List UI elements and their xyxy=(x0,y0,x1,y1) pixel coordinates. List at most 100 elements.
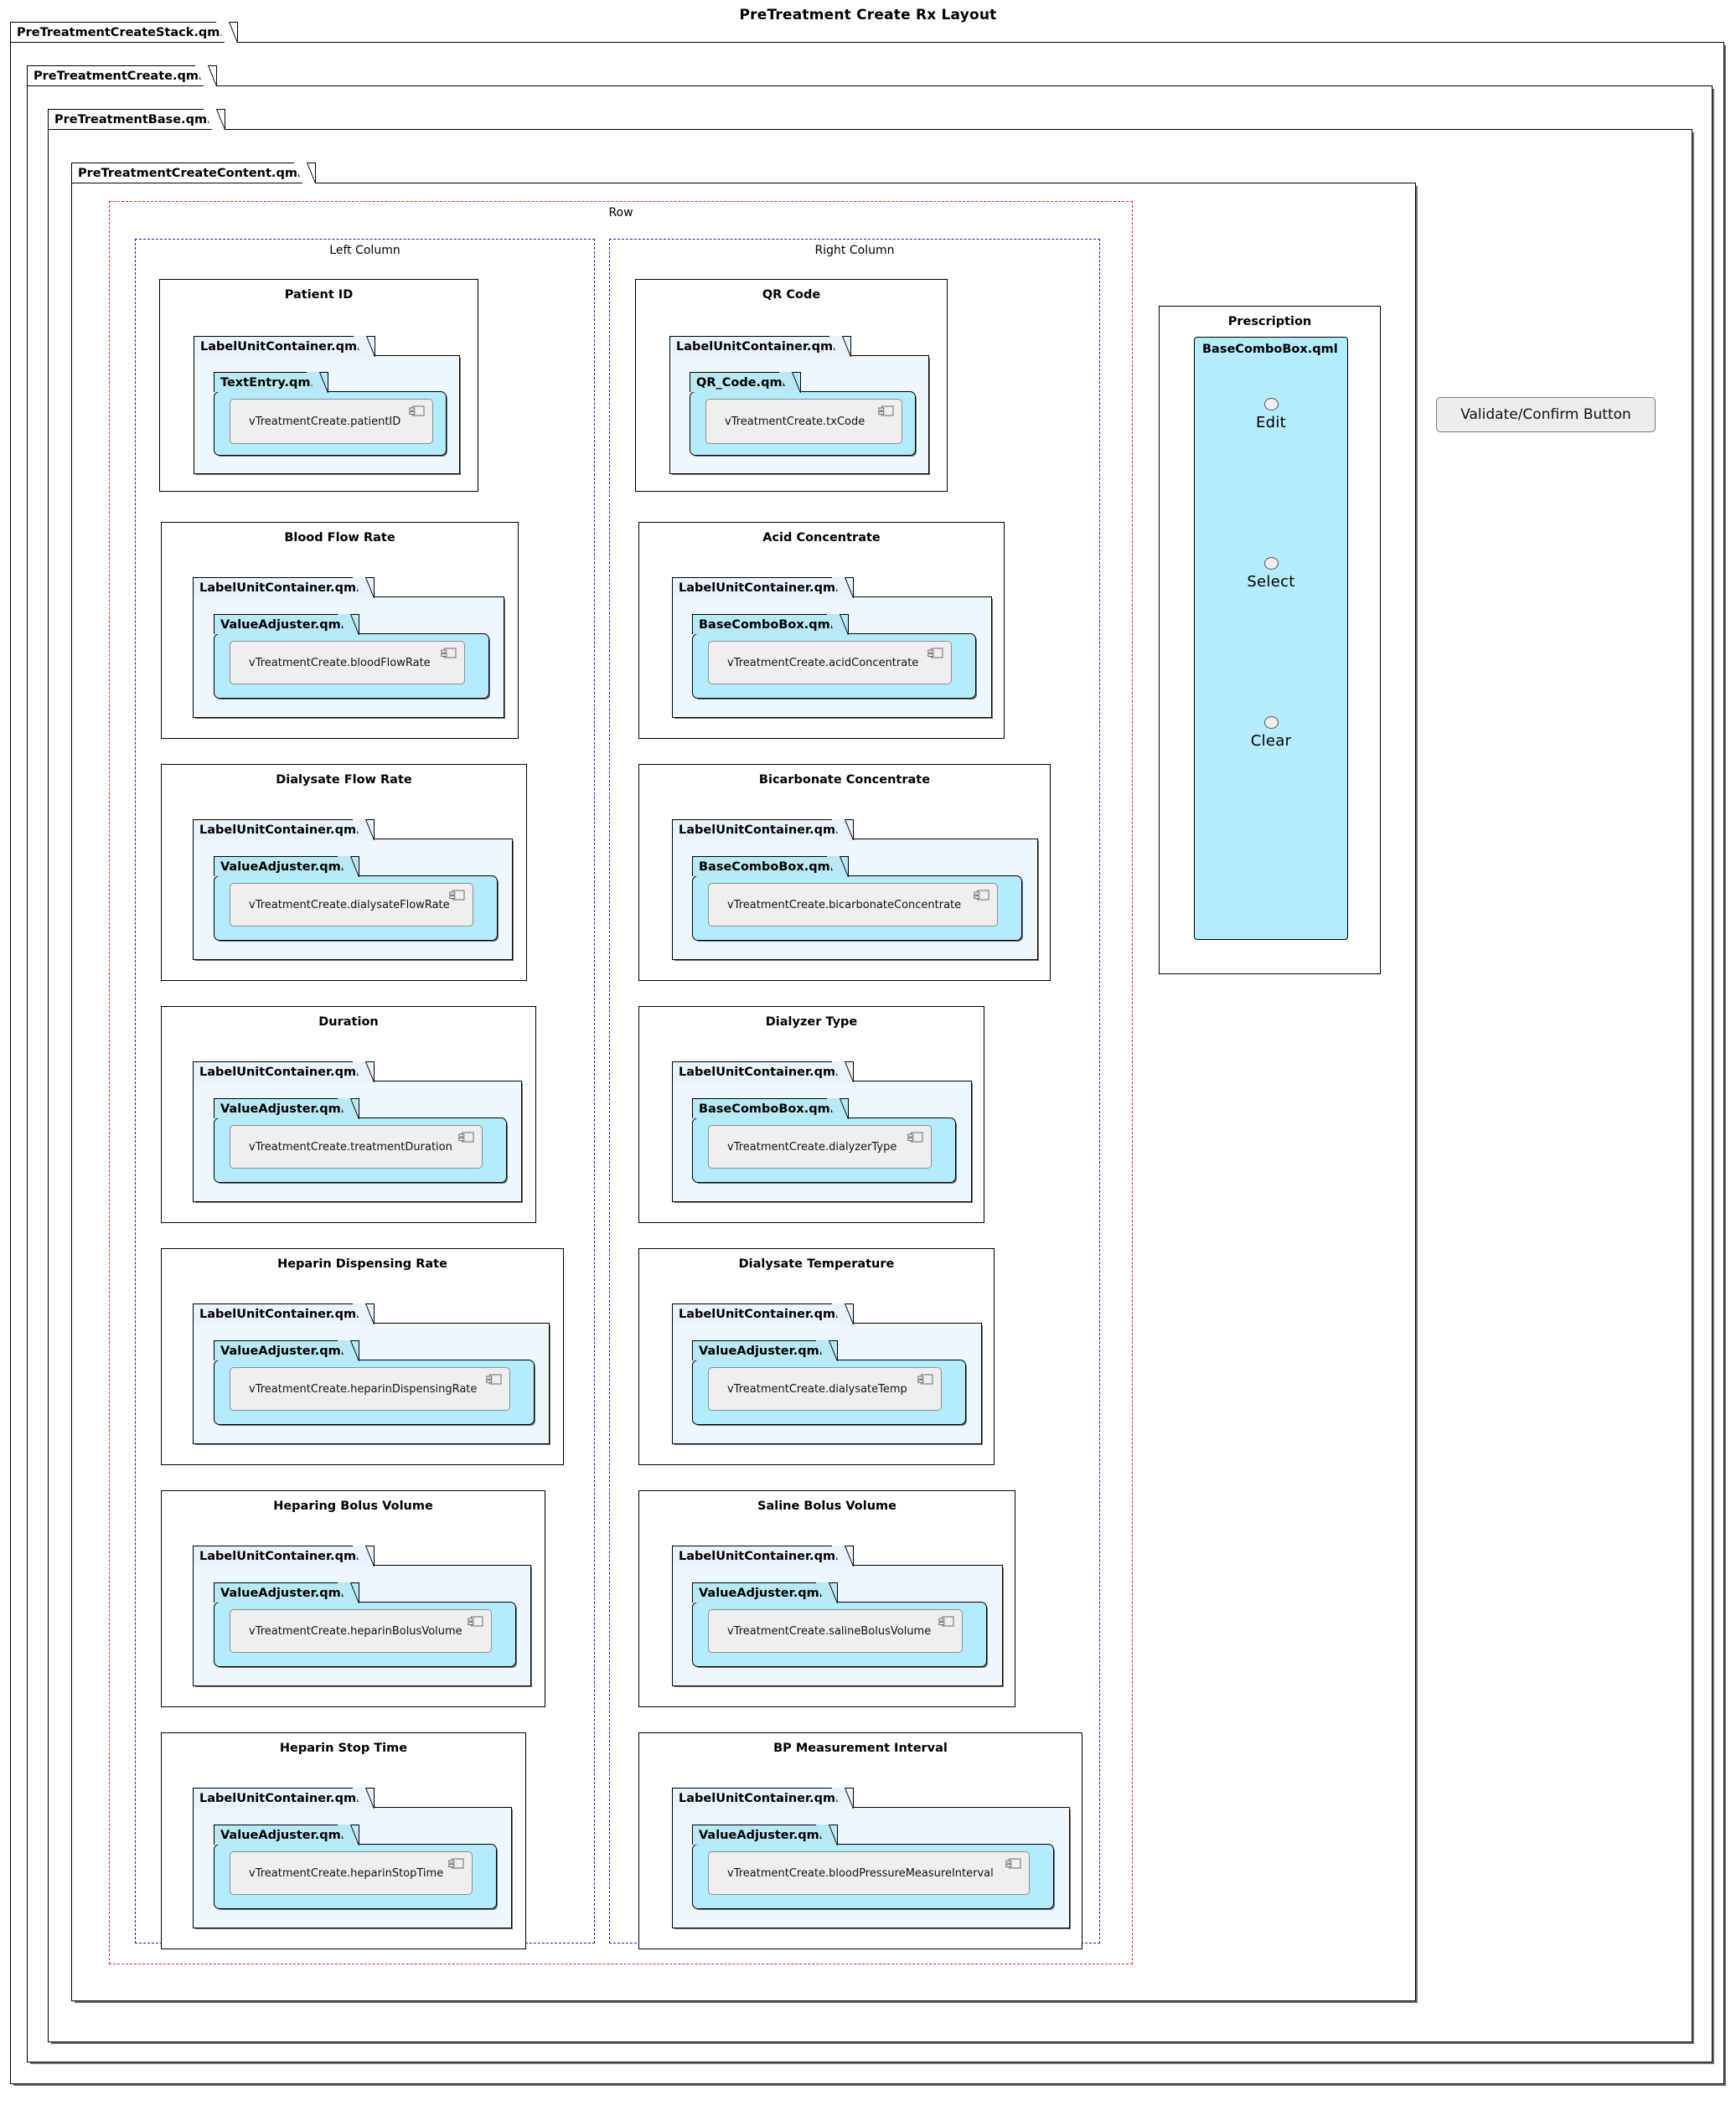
uml-component-icon xyxy=(468,1616,483,1627)
prescription-item-label: Edit xyxy=(1255,414,1287,431)
prescription-item-label: Clear xyxy=(1250,732,1292,750)
uml-component-icon xyxy=(938,1616,954,1627)
package-tab-label: ValueAdjuster.qml xyxy=(214,614,359,634)
component-node[interactable]: vTreatmentCreate.bloodFlowRate xyxy=(230,641,465,684)
card-title: Heparin Dispensing Rate xyxy=(277,1257,447,1271)
card-qr-code[interactable]: QR Code LabelUnitContainer.qml QR_Code.q… xyxy=(635,279,948,492)
uml-component-icon xyxy=(1005,1858,1021,1869)
card-title: Heparin Stop Time xyxy=(279,1742,408,1755)
card-title: QR Code xyxy=(762,288,821,302)
uml-component-icon xyxy=(927,648,943,658)
package-tab-label: BaseComboBox.qml xyxy=(692,1098,849,1118)
package-tab-label: TextEntry.qml xyxy=(214,372,329,392)
component-node[interactable]: vTreatmentCreate.bloodPressureMeasureInt… xyxy=(708,1851,1030,1895)
component-node[interactable]: vTreatmentCreate.dialysateTemp xyxy=(708,1367,942,1411)
card-title: Dialysate Flow Rate xyxy=(276,773,412,787)
prescription-item-clear[interactable]: Clear xyxy=(1195,716,1347,750)
package-tab-label: LabelUnitContainer.qml xyxy=(193,819,375,839)
card-acid-concentrate[interactable]: Acid Concentrate LabelUnitContainer.qml … xyxy=(638,522,1005,739)
component-label: vTreatmentCreate.bloodPressureMeasureInt… xyxy=(727,1866,994,1880)
uml-component-icon xyxy=(458,1132,474,1143)
package-tab-label: LabelUnitContainer.qml xyxy=(669,336,852,356)
component-label: vTreatmentCreate.heparinDispensingRate xyxy=(249,1382,478,1396)
package-tab-label: BaseComboBox.qml xyxy=(692,856,849,876)
component-label: vTreatmentCreate.bicarbonateConcentrate xyxy=(727,898,962,911)
package-tab-label: LabelUnitContainer.qml xyxy=(193,1788,375,1808)
uml-component-icon xyxy=(409,405,425,416)
package-tab-label: LabelUnitContainer.qml xyxy=(194,336,376,356)
card-prescription[interactable]: Prescription BaseComboBox.qml Edit Selec… xyxy=(1159,306,1381,974)
package-tab-label: PreTreatmentCreateContent.qml xyxy=(71,163,316,183)
prescription-item-select[interactable]: Select xyxy=(1195,557,1347,591)
package-tab-label: ValueAdjuster.qml xyxy=(692,1825,838,1845)
frame-row: Row xyxy=(109,201,1133,1964)
card-dialyzer-type[interactable]: Dialyzer Type LabelUnitContainer.qml Bas… xyxy=(638,1006,984,1223)
package-tab-label: ValueAdjuster.qml xyxy=(692,1582,838,1603)
card-bicarbonate-concentrate[interactable]: Bicarbonate Concentrate LabelUnitContain… xyxy=(638,764,1051,981)
component-label: vTreatmentCreate.dialysateTemp xyxy=(727,1382,907,1396)
card-title: Blood Flow Rate xyxy=(284,531,395,545)
frame-left-column-label: Left Column xyxy=(329,244,400,257)
component-node[interactable]: vTreatmentCreate.heparinDispensingRate xyxy=(230,1367,510,1411)
package-tab-label: PreTreatmentCreateStack.qml xyxy=(10,22,239,42)
prescription-item-edit[interactable]: Edit xyxy=(1195,398,1347,431)
component-label: vTreatmentCreate.bloodFlowRate xyxy=(249,656,431,669)
component-label: vTreatmentCreate.dialyzerType xyxy=(727,1140,897,1154)
uml-component-icon xyxy=(441,648,457,658)
package-tab-label: PreTreatmentBase.qml xyxy=(48,109,226,129)
card-title: BP Measurement Interval xyxy=(773,1742,948,1755)
package-tab-label: ValueAdjuster.qml xyxy=(692,1340,838,1360)
uml-component-icon xyxy=(878,405,894,416)
card-heparin-stop-time[interactable]: Heparin Stop Time LabelUnitContainer.qml… xyxy=(161,1732,526,1949)
uml-component-icon xyxy=(907,1132,923,1143)
card-title: Patient ID xyxy=(284,288,354,302)
component-node[interactable]: vTreatmentCreate.treatmentDuration xyxy=(230,1125,483,1169)
card-title: Heparing Bolus Volume xyxy=(273,1499,433,1513)
component-node[interactable]: vTreatmentCreate.bicarbonateConcentrate xyxy=(708,883,998,927)
package-tab-label: QR_Code.qml xyxy=(690,372,801,392)
card-title: Duration xyxy=(318,1015,379,1029)
uml-component-icon xyxy=(974,890,989,901)
component-node[interactable]: vTreatmentCreate.salineBolusVolume xyxy=(708,1609,963,1653)
component-node[interactable]: vTreatmentCreate.dialyzerType xyxy=(708,1125,932,1169)
prescription-item-label: Select xyxy=(1247,573,1295,591)
card-bp-measurement-interval[interactable]: BP Measurement Interval LabelUnitContain… xyxy=(638,1732,1082,1949)
card-blood-flow-rate[interactable]: Blood Flow Rate LabelUnitContainer.qml V… xyxy=(161,522,519,739)
package-tab-label: LabelUnitContainer.qml xyxy=(193,1303,375,1324)
package-tab-label: LabelUnitContainer.qml xyxy=(193,1061,375,1081)
package-tab-label: ValueAdjuster.qml xyxy=(214,1825,359,1845)
uml-component-icon xyxy=(917,1374,933,1385)
card-dialysate-temperature[interactable]: Dialysate Temperature LabelUnitContainer… xyxy=(638,1248,995,1465)
component-label: vTreatmentCreate.heparinStopTime xyxy=(249,1866,444,1880)
card-heparin-bolus-volume[interactable]: Heparing Bolus Volume LabelUnitContainer… xyxy=(161,1490,545,1707)
package-tab-label: ValueAdjuster.qml xyxy=(214,856,359,876)
prescription-combobox[interactable]: BaseComboBox.qml Edit Select Clear xyxy=(1194,337,1348,940)
component-node[interactable]: vTreatmentCreate.heparinBolusVolume xyxy=(230,1609,492,1653)
component-node[interactable]: vTreatmentCreate.txCode xyxy=(705,399,902,444)
card-title: Dialysate Temperature xyxy=(738,1257,895,1271)
bullet-icon xyxy=(1263,398,1279,410)
card-duration[interactable]: Duration LabelUnitContainer.qml ValueAdj… xyxy=(161,1006,536,1223)
frame-right-column-label: Right Column xyxy=(814,244,895,257)
package-tab-label: LabelUnitContainer.qml xyxy=(193,1546,375,1566)
component-node[interactable]: vTreatmentCreate.patientID xyxy=(230,399,433,444)
component-label: vTreatmentCreate.txCode xyxy=(725,415,865,428)
card-saline-bolus-volume[interactable]: Saline Bolus Volume LabelUnitContainer.q… xyxy=(638,1490,1015,1707)
component-label: vTreatmentCreate.heparinBolusVolume xyxy=(249,1624,462,1638)
validate-confirm-button[interactable]: Validate/Confirm Button xyxy=(1436,397,1656,432)
bullet-icon xyxy=(1263,716,1279,729)
card-dialysate-flow-rate[interactable]: Dialysate Flow Rate LabelUnitContainer.q… xyxy=(161,764,527,981)
package-tab-label: LabelUnitContainer.qml xyxy=(672,1788,855,1808)
component-label: vTreatmentCreate.salineBolusVolume xyxy=(727,1624,932,1638)
package-tab-label: LabelUnitContainer.qml xyxy=(672,1546,855,1566)
component-node[interactable]: vTreatmentCreate.heparinStopTime xyxy=(230,1851,473,1895)
component-label: vTreatmentCreate.acidConcentrate xyxy=(727,656,919,669)
package-tab-label: LabelUnitContainer.qml xyxy=(672,577,855,597)
card-patient-id[interactable]: Patient ID LabelUnitContainer.qml TextEn… xyxy=(159,279,478,492)
package-tab-label: PreTreatmentCreate.qml xyxy=(27,65,217,85)
card-heparin-dispensing-rate[interactable]: Heparin Dispensing Rate LabelUnitContain… xyxy=(161,1248,564,1465)
component-node[interactable]: vTreatmentCreate.dialysateFlowRate xyxy=(230,883,473,927)
package-tab-label: LabelUnitContainer.qml xyxy=(672,1303,855,1324)
package-tab-label: LabelUnitContainer.qml xyxy=(672,1061,855,1081)
component-node[interactable]: vTreatmentCreate.acidConcentrate xyxy=(708,641,952,684)
